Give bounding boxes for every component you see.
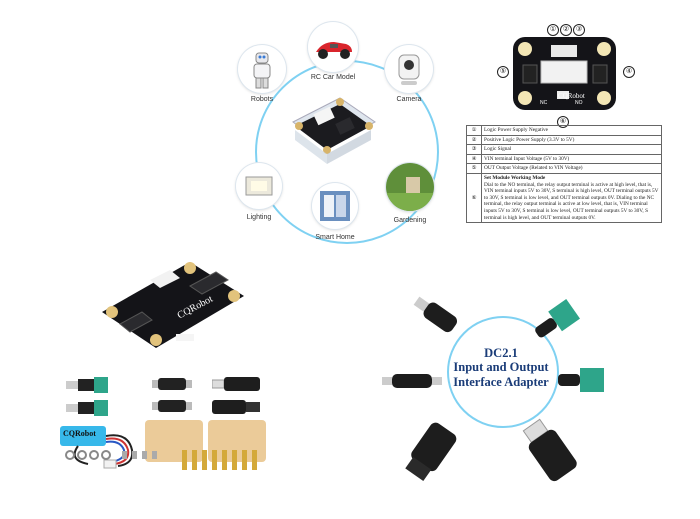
robot-icon — [238, 45, 286, 93]
board-top-view — [513, 37, 616, 110]
terminal-adapter-top-right — [530, 290, 590, 350]
callout-2: ② — [560, 24, 572, 36]
relay-module-photo — [285, 92, 380, 170]
row-number: ③ — [466, 144, 482, 155]
rc-car-icon — [308, 22, 358, 72]
nuts — [64, 448, 114, 466]
row-number: ① — [466, 125, 482, 136]
dc-plug-male-top-left — [412, 290, 462, 345]
usb-adapter-1 — [211, 375, 262, 398]
row-number: ② — [466, 134, 482, 146]
smart-home-icon — [312, 183, 358, 229]
green-terminal-adapter-1 — [66, 375, 111, 400]
rc-car-label: RC Car Model — [310, 74, 356, 81]
smart-home-label: Smart Home — [315, 234, 355, 241]
row-number: ⑤ — [466, 163, 482, 175]
cable-tag-brand: CQRobot — [63, 429, 96, 438]
row-number: ④ — [466, 153, 482, 165]
row-text: OUT Output Voltage (Related to VIN Volta… — [481, 163, 662, 175]
terminal-adapter-right — [558, 366, 608, 399]
callout-5: ⑤ — [497, 66, 509, 78]
mode-title: Set Module Working Mode — [484, 175, 546, 182]
relay-board-photo — [98, 250, 248, 370]
green-terminal-adapter-2 — [66, 398, 111, 423]
dc-coupler-left — [382, 372, 444, 395]
camera-icon — [385, 45, 433, 93]
callout-3: ③ — [573, 24, 585, 36]
usb-female-adapter — [400, 418, 460, 495]
robots-label: Robots — [250, 96, 274, 103]
board-nc-label: NC — [540, 100, 548, 106]
row-text: Positive Logic Power Supply (3.3V to 5V) — [481, 134, 662, 146]
camera-label: Camera — [396, 96, 422, 103]
lighting-icon — [236, 163, 282, 209]
board-no-label: NO — [575, 100, 583, 106]
row-text: Logic Signal — [481, 144, 662, 155]
dc-coupler-2 — [152, 398, 192, 419]
lighting-label: Lighting — [246, 214, 272, 221]
mode-text: Dial to the NO terminal, the relay outpu… — [484, 181, 659, 221]
adapter-center-ring — [447, 316, 559, 428]
sensor-cable — [58, 420, 138, 472]
row-number: ⑥ — [466, 173, 482, 224]
dc-coupler-1 — [152, 376, 192, 397]
adapter-title: DC2.1 Input and Output Interface Adapter — [453, 346, 549, 389]
row-text: VIN terminal Input Voltage (5V to 30V) — [481, 153, 662, 165]
callout-1: ① — [547, 24, 559, 36]
usb-adapter-2 — [212, 398, 262, 421]
usb-male-adapter — [522, 418, 584, 495]
brass-standoffs — [180, 446, 272, 481]
screws — [120, 448, 160, 466]
gardening-icon — [386, 163, 434, 211]
board-brand: CQRobot — [558, 92, 585, 100]
callout-4: ④ — [623, 66, 635, 78]
row-text: Logic Power Supply Negative — [481, 125, 662, 136]
gardening-label: Gardening — [393, 217, 427, 224]
